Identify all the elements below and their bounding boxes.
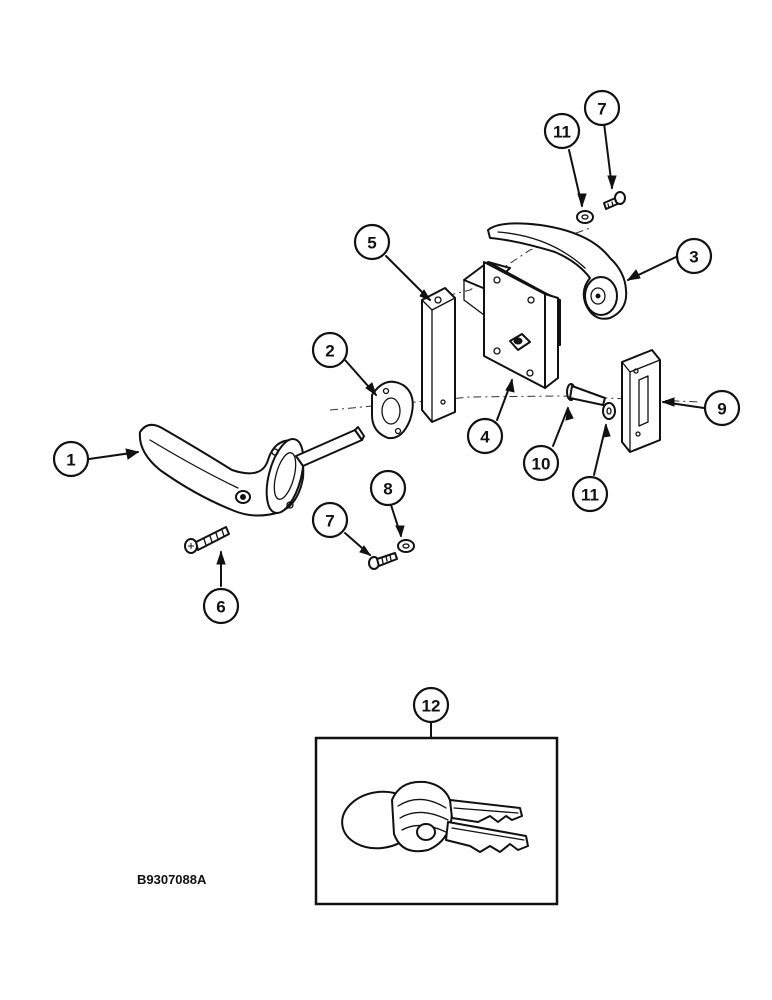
escutcheon-plate	[371, 380, 414, 440]
callout-1: 1	[52, 440, 90, 478]
callout-4-label: 4	[480, 428, 490, 447]
leader-lines	[88, 122, 705, 587]
latch-body	[463, 261, 561, 389]
drawing-reference-code: B9307088A	[137, 872, 207, 887]
washer	[397, 539, 415, 553]
lock-washer-upper	[576, 210, 594, 224]
callout-6-label: 6	[216, 598, 225, 617]
callout-7-upper: 7	[583, 89, 621, 127]
callout-2: 2	[311, 331, 349, 369]
callout-8: 8	[369, 469, 407, 507]
callout-1-label: 1	[66, 451, 75, 470]
callout-7-lower-label: 7	[325, 512, 334, 531]
callout-3: 3	[675, 237, 713, 275]
callout-5: 5	[353, 223, 391, 261]
keys-inset	[314, 721, 559, 906]
keys	[391, 780, 529, 853]
inside-handle	[138, 423, 365, 517]
screw-upper	[603, 191, 626, 210]
callout-11-upper: 11	[543, 112, 581, 150]
callout-8-label: 8	[383, 480, 392, 499]
callout-6: 6	[202, 587, 240, 625]
callout-12-label: 12	[422, 697, 441, 716]
arrowheads	[125, 175, 675, 565]
handle-screw	[184, 526, 230, 554]
callout-9: 9	[703, 389, 741, 427]
callout-7-upper-label: 7	[597, 100, 606, 119]
callout-9-label: 9	[717, 400, 726, 419]
striker-plate	[621, 349, 661, 453]
pin-bolt	[566, 383, 606, 406]
callout-11-lower: 11	[571, 475, 609, 513]
callout-3-label: 3	[689, 248, 698, 267]
callout-7-lower: 7	[311, 501, 349, 539]
callout-11-upper-label: 11	[553, 123, 571, 142]
gasket	[421, 287, 456, 423]
screw-lower	[368, 552, 398, 570]
callout-2-label: 2	[325, 342, 334, 361]
callout-5-label: 5	[367, 234, 376, 253]
callout-10: 10	[522, 444, 560, 482]
callout-11-lower-label: 11	[581, 486, 599, 505]
callout-12: 12	[412, 686, 450, 724]
callout-4: 4	[466, 417, 504, 455]
outside-handle	[487, 222, 628, 320]
callout-10-label: 10	[532, 455, 551, 474]
lock-washer-lower	[602, 402, 616, 420]
